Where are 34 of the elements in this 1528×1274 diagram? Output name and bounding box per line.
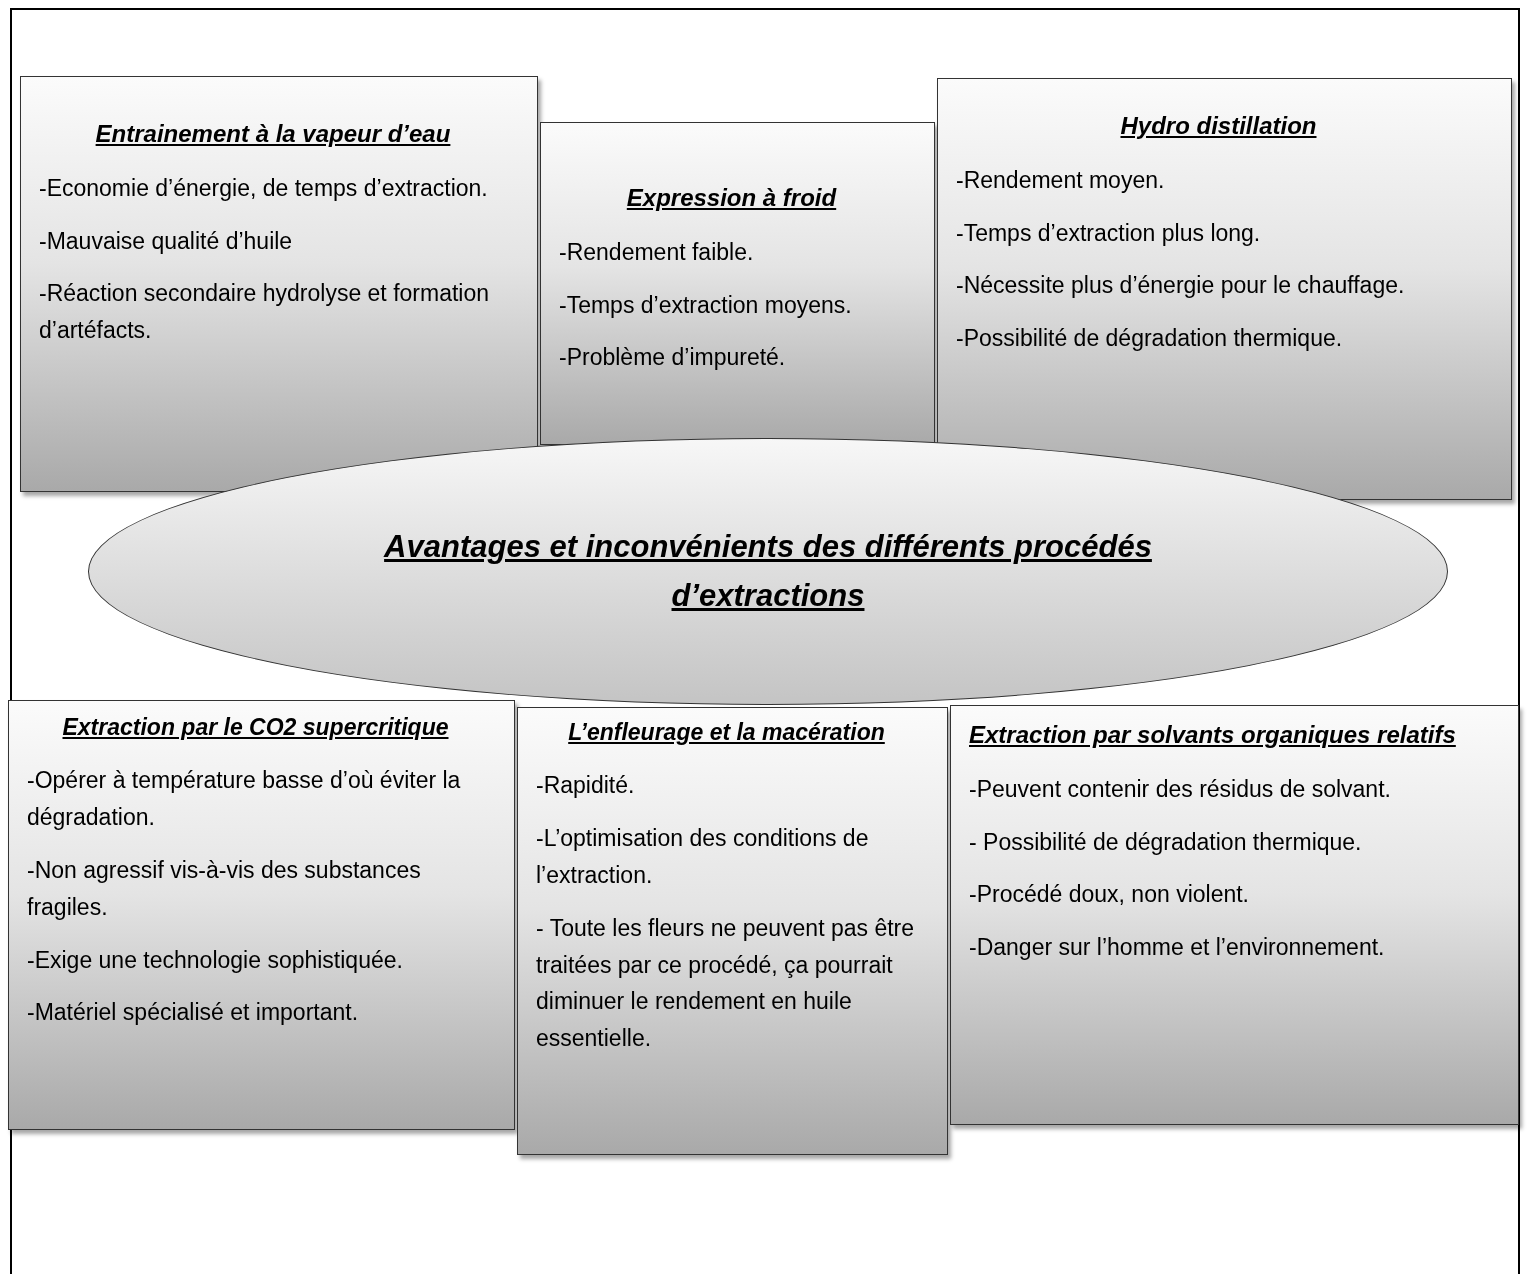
card-point: -Rapidité. — [536, 771, 636, 801]
ellipse-title: Avantages et inconvénients des différents procédés d’extractions — [382, 528, 1153, 615]
method-card — [517, 707, 948, 1155]
method-card — [20, 76, 538, 492]
card-point: -Mauvaise qualité d’huile — [39, 226, 294, 256]
card-point: -Danger sur l’homme et l’environnement. — [969, 933, 1386, 963]
card-heading: Entrainement à la vapeur d’eau — [94, 119, 452, 149]
card-point: -Temps d’extraction moyens. — [559, 290, 853, 320]
card-point: -Matériel spécialisé et important. — [27, 998, 360, 1028]
method-card — [540, 122, 935, 445]
card-point: -Peuvent contenir des résidus de solvant. — [969, 774, 1392, 804]
card-point: -Rendement faible. — [559, 237, 755, 267]
method-card — [937, 78, 1512, 500]
card-point: -Temps d’extraction plus long. — [956, 218, 1262, 248]
card-point: -Opérer à température basse d’où éviter la dégradation. — [27, 766, 462, 833]
card-heading: Hydro distillation — [1119, 111, 1318, 141]
card-point: -Exige une technologie sophistiquée. — [27, 945, 404, 975]
card-point: -Economie d’énergie, de temps d’extraction. — [39, 173, 489, 203]
card-point: -L’optimisation des conditions de l’extraction. — [536, 824, 870, 890]
method-card — [950, 705, 1519, 1125]
card-point: -Nécessite plus d’énergie pour le chauffage. — [956, 271, 1406, 301]
card-point: -Réaction secondaire hydrolyse et formation d’artéfacts. — [39, 279, 490, 346]
card-point: -Non agressif vis-à-vis des substances fragiles. — [27, 855, 422, 922]
card-heading: Extraction par le CO2 supercritique — [61, 713, 450, 742]
card-point: -Rendement moyen. — [956, 165, 1166, 195]
method-card — [8, 700, 515, 1130]
card-heading: Expression à froid — [625, 183, 838, 213]
card-point: -Possibilité de dégradation thermique. — [956, 324, 1344, 354]
card-heading: Extraction par solvants organiques relatifs — [969, 720, 1457, 750]
card-point: - Toute les fleurs ne peuvent pas être traitées par ce procédé, ça pourrait diminuer le rendement en huile essentielle. — [536, 913, 916, 1054]
card-point: -Procédé doux, non violent. — [969, 880, 1250, 910]
card-heading: L’enfleurage et la macération — [567, 718, 886, 747]
card-point: -Problème d’impureté. — [559, 343, 787, 373]
card-point: - Possibilité de dégradation thermique. — [969, 827, 1363, 857]
